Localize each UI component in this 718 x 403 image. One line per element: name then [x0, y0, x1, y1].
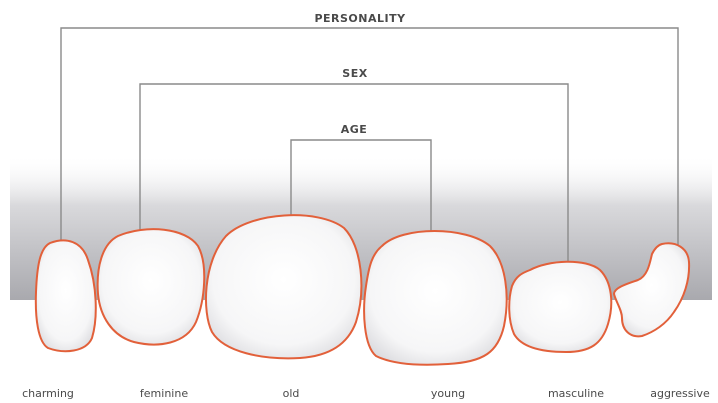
label-masculine: masculine: [548, 387, 604, 400]
label-old: old: [283, 387, 300, 400]
label-feminine: feminine: [140, 387, 188, 400]
tooth-old: [206, 215, 361, 358]
tooth-feminine: [98, 229, 205, 344]
tooth-young: [364, 231, 507, 365]
tooth-masculine: [509, 262, 611, 352]
age-header: AGE: [341, 123, 368, 136]
tooth-charming: [36, 240, 96, 351]
personality-header: PERSONALITY: [314, 12, 406, 25]
label-charming: charming: [22, 387, 74, 400]
sex-header: SEX: [342, 67, 367, 80]
label-young: young: [431, 387, 465, 400]
label-aggressive: aggressive: [650, 387, 710, 400]
